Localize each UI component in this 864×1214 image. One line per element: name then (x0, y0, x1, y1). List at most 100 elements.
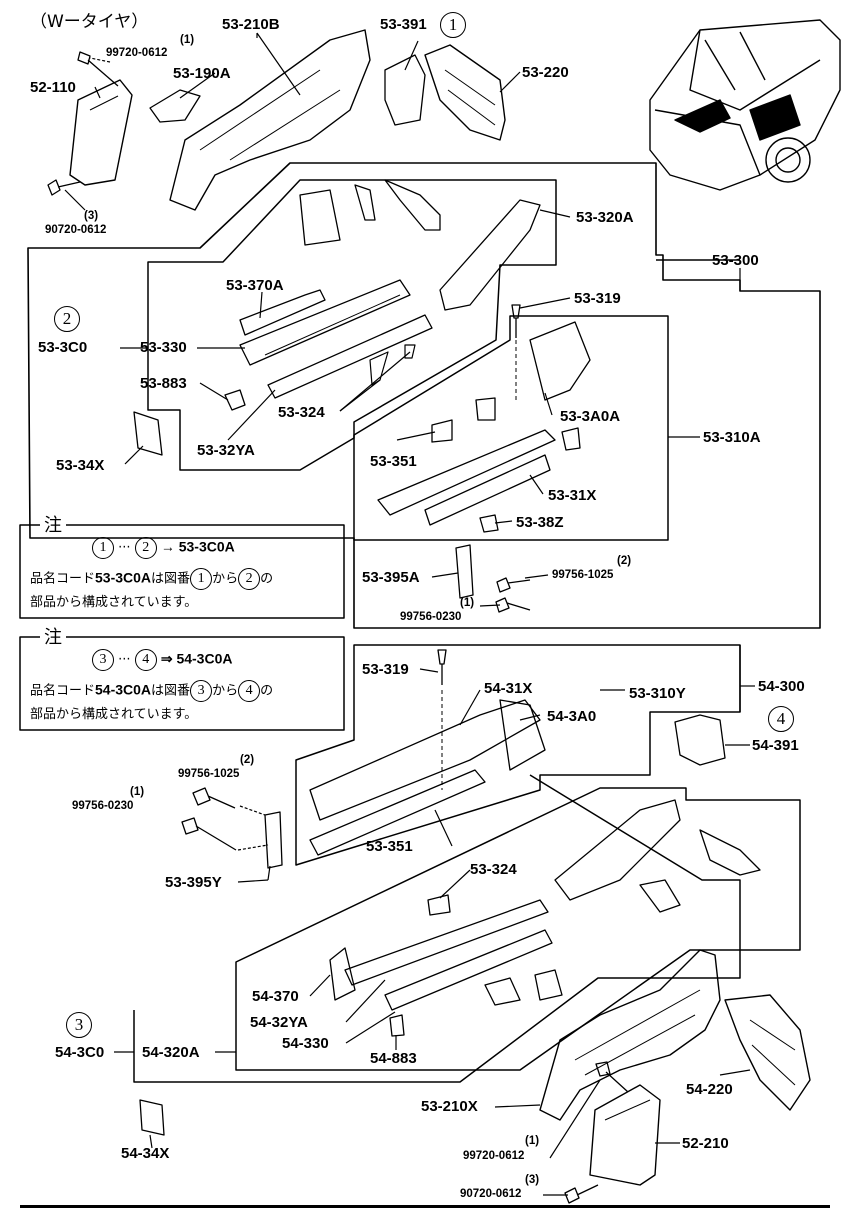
part-53-210B-shape (169, 29, 371, 211)
label-53-210B: 53-210B (222, 16, 280, 33)
part-53-395Y-shape (264, 811, 283, 869)
label-52-110: 52-110 (30, 79, 76, 96)
label-53-310A: 53-310A (703, 429, 761, 446)
label-53-38Z: 53-38Z (516, 514, 564, 531)
part-53-220-shape (424, 44, 506, 141)
label-90720-0612-top: 90720-0612 (45, 224, 107, 236)
note-box-2 (19, 636, 345, 731)
label-52-210: 52-210 (682, 1135, 729, 1152)
part-53-883-shape (224, 389, 246, 411)
part-53-391-shape (384, 54, 426, 126)
label-53-32YA: 53-32YA (197, 442, 255, 459)
part-bracket-upper (299, 189, 341, 246)
part-53-319-top-shape (511, 304, 521, 338)
label-q1-b: (1) (130, 786, 145, 798)
label-53-34X: 53-34X (56, 457, 105, 474)
marker-2: 2 (54, 306, 80, 332)
label-54-391: 54-391 (752, 737, 799, 754)
label-53-351-top: 53-351 (370, 453, 417, 470)
label-54-220: 54-220 (686, 1081, 733, 1098)
label-53-351-bot: 53-351 (366, 838, 413, 855)
label-q1-bot: (1) (525, 1135, 540, 1147)
part-53-370A-shape (239, 289, 326, 336)
part-53-31X-shape (424, 454, 551, 526)
part-53-34X-shape (133, 411, 163, 456)
label-q3-bot: (3) (525, 1174, 540, 1186)
group-outline-53-310Y (295, 644, 741, 866)
leader-lines (64, 32, 755, 1196)
label-99756-0230-b: 99756-0230 (72, 800, 134, 812)
bolt-99756-0230-a (495, 597, 531, 613)
vehicle-illustration (649, 19, 841, 191)
part-54-883-shape (389, 1014, 405, 1037)
label-54-3A0: 54-3A0 (547, 708, 597, 725)
label-53-190A: 53-190A (173, 65, 231, 82)
label-53-370A: 53-370A (226, 277, 284, 294)
note-2-title: 注 (40, 629, 66, 647)
part-54-330-shape (384, 929, 553, 1011)
bolt-90720-bot (564, 1184, 599, 1204)
label-99756-1025-a: 99756-1025 (552, 569, 614, 581)
part-53-351-bot-shape (309, 769, 486, 856)
marker-4: 4 (768, 706, 794, 732)
label-q3-top: (3) (84, 210, 99, 222)
label-53-310Y: 53-310Y (629, 685, 686, 702)
part-53-32YA-shape (267, 314, 433, 399)
label-53-220: 53-220 (522, 64, 569, 81)
part-53-319-bot-shape (437, 649, 447, 685)
part-54-391-shape (674, 714, 726, 766)
part-53-31X-top-shape (377, 429, 556, 516)
bottom-rule (20, 1205, 830, 1208)
note-1-line1: 1 ··· 2 → 53-3C0A (92, 537, 235, 559)
label-q1-a: (1) (460, 597, 475, 609)
marker-1: 1 (440, 12, 466, 38)
header-w-tire: （Wータイヤ） (30, 12, 149, 32)
part-54-rail-shape (554, 799, 681, 901)
label-54-3C0: 54-3C0 (55, 1044, 105, 1061)
label-53-320A: 53-320A (576, 209, 634, 226)
label-q1-top: (1) (180, 34, 195, 46)
label-54-370: 54-370 (252, 988, 299, 1005)
label-53-319-top: 53-319 (574, 290, 621, 307)
bolt-90720-top (47, 179, 81, 196)
label-53-324-bot: 53-324 (470, 861, 517, 878)
part-52-210-shape (589, 1084, 661, 1186)
note-2-line1: 3 ··· 4 ⇒ 54-3C0A (92, 649, 232, 671)
label-54-300: 54-300 (758, 678, 805, 695)
label-53-210X: 53-210X (421, 1098, 478, 1115)
label-53-395A: 53-395A (362, 569, 420, 586)
part-53-330-shape (239, 279, 411, 366)
label-99720-0612-bot: 99720-0612 (463, 1150, 525, 1162)
label-99756-1025-b: 99756-1025 (178, 768, 240, 780)
part-54-370-shape (329, 947, 356, 1001)
part-53-190A-shape (149, 89, 201, 123)
group-outline-53-320A (147, 179, 557, 471)
label-q2-a: (2) (617, 555, 632, 567)
bolt-99756-0230-b (181, 817, 237, 851)
part-53-3A0A-shape (529, 321, 591, 401)
part-53-320A-rail-shape (439, 199, 541, 311)
bolt-99720-top (77, 51, 119, 87)
bolt-99756-1025-a (496, 577, 531, 593)
label-53-3C0: 53-3C0 (38, 339, 88, 356)
label-53-300: 53-300 (712, 252, 759, 269)
label-54-34X: 54-34X (121, 1145, 170, 1162)
part-53-210X-shape (539, 949, 721, 1121)
note-box-1 (19, 524, 345, 619)
note-1-line3: 部品から構成されています。 (30, 595, 198, 610)
label-q2-b: (2) (240, 754, 255, 766)
label-53-31X: 53-31X (548, 487, 597, 504)
label-53-391: 53-391 (380, 16, 427, 33)
group-outline-54-3C0 (133, 774, 741, 1083)
bolt-99720-bot (595, 1061, 629, 1093)
part-53-38Z-shape (479, 514, 499, 533)
note-2-line3: 部品から構成されています。 (30, 707, 198, 722)
marker-3: 3 (66, 1012, 92, 1038)
part-53-395A-shape (455, 544, 474, 599)
label-53-324-top: 53-324 (278, 404, 325, 421)
label-53-883: 53-883 (140, 375, 187, 392)
label-53-395Y: 53-395Y (165, 874, 222, 891)
